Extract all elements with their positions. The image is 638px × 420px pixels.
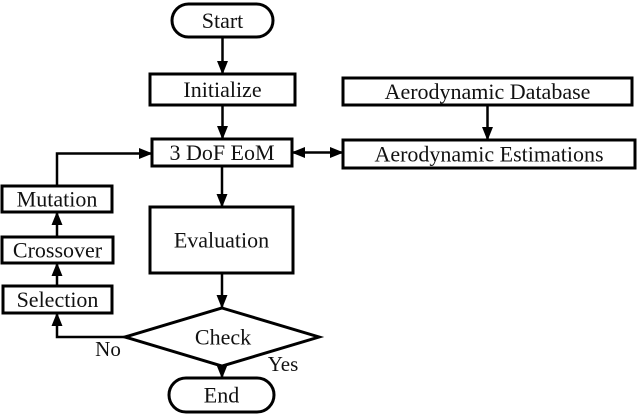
crossover-node: Crossover [0,235,115,265]
aerodynamic-database-box [341,76,634,107]
eom-node: 3 DoF EoM [150,137,294,168]
evaluation-label: Evaluation [174,228,269,253]
initialize-node: Initialize [148,72,297,107]
initialize-box [148,72,297,107]
selection-label: Selection [17,287,99,312]
start-node: Start [170,2,275,39]
aerodynamic-estimations-label: Aerodynamic Estimations [374,142,603,167]
check-label: Check [195,325,251,350]
start-label: Start [202,8,244,33]
edge-check-selection-no [51,312,125,339]
crossover-box [0,235,115,265]
check-diamond-shape [119,306,325,368]
end-terminator-shape [167,376,276,414]
aerodynamic-estimations-node: Aerodynamic Estimations [341,138,637,170]
mutation-node: Mutation [0,184,114,214]
selection-box [1,284,114,315]
end-node: End [167,376,276,414]
edge-mutation-eom [55,148,153,186]
aerodynamic-database-label: Aerodynamic Database [385,79,591,104]
crossover-label: Crossover [13,238,103,263]
mutation-box [0,184,114,214]
mutation-label: Mutation [17,187,98,212]
no-branch-label: No [95,337,121,361]
evaluation-box [148,205,295,275]
evaluation-node: Evaluation [148,205,295,275]
branch-labels: No Yes [95,337,298,376]
initialize-label: Initialize [183,77,261,102]
selection-node: Selection [1,284,114,315]
nodes: Start Initialize Aerodynamic Database 3 … [0,2,637,414]
aerodynamic-database-node: Aerodynamic Database [341,76,634,107]
eom-box [150,137,294,168]
check-node: Check [119,306,325,368]
end-label: End [204,383,239,408]
start-terminator-shape [170,2,275,39]
eom-label: 3 DoF EoM [169,140,274,165]
yes-branch-label: Yes [268,352,299,376]
aerodynamic-estimations-box [341,138,637,170]
edges [51,37,493,379]
